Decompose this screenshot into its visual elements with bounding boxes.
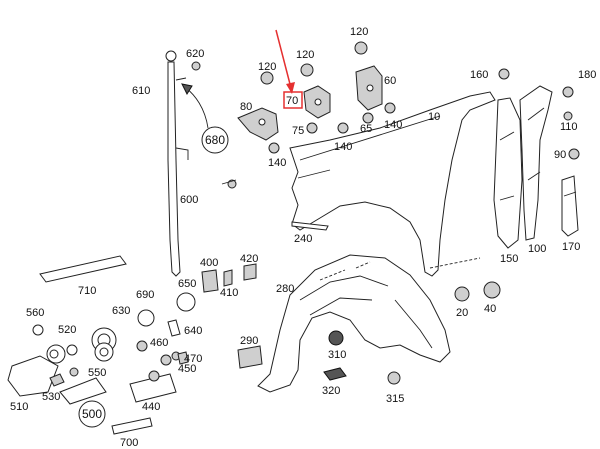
label-p140b: 140 bbox=[334, 141, 352, 153]
label-p120a: 120 bbox=[258, 61, 276, 73]
label-p640: 640 bbox=[184, 325, 202, 337]
label-p150: 150 bbox=[500, 253, 518, 265]
label-p120c: 120 bbox=[350, 26, 368, 38]
arrow-680 bbox=[185, 87, 209, 129]
trim-strip-240 bbox=[291, 221, 329, 231]
arrow-680-head bbox=[181, 83, 193, 96]
label-p680: 680 bbox=[205, 133, 225, 147]
brace-100 bbox=[519, 85, 553, 241]
label-p90: 90 bbox=[554, 149, 566, 161]
label-p700: 700 bbox=[120, 437, 138, 449]
label-p60: 60 bbox=[384, 75, 396, 87]
antenna-rod bbox=[165, 50, 189, 277]
label-p20: 20 bbox=[456, 307, 468, 319]
label-p70: 70 bbox=[286, 95, 298, 107]
circle-500 bbox=[78, 400, 106, 428]
label-p140c: 140 bbox=[384, 119, 402, 131]
label-p420: 420 bbox=[240, 253, 258, 265]
label-p690: 690 bbox=[136, 289, 154, 301]
label-p650: 650 bbox=[178, 278, 196, 290]
label-p450: 450 bbox=[178, 363, 196, 375]
label-p10: 10 bbox=[428, 111, 440, 123]
label-p620: 620 bbox=[186, 48, 204, 60]
label-p320: 320 bbox=[322, 385, 340, 397]
label-p290: 290 bbox=[240, 335, 258, 347]
circle-680 bbox=[201, 126, 229, 154]
label-p120b: 120 bbox=[296, 49, 314, 61]
bracket-80 bbox=[237, 107, 279, 141]
label-p520: 520 bbox=[58, 324, 76, 336]
label-700 bbox=[111, 417, 153, 435]
highlight-box-70 bbox=[283, 91, 303, 109]
label-p110: 110 bbox=[560, 121, 578, 133]
label-p610: 610 bbox=[132, 85, 150, 97]
label-p410: 410 bbox=[220, 287, 238, 299]
label-p310: 310 bbox=[328, 349, 346, 361]
parts-500-group bbox=[7, 179, 257, 405]
label-p550: 550 bbox=[88, 367, 106, 379]
label-p170: 170 bbox=[562, 241, 580, 253]
label-p140a: 140 bbox=[268, 157, 286, 169]
label-p400: 400 bbox=[200, 257, 218, 269]
brace-150 bbox=[493, 97, 523, 249]
label-p630: 630 bbox=[112, 305, 130, 317]
brace-170 bbox=[561, 175, 579, 237]
label-p65: 65 bbox=[360, 123, 372, 135]
label-p560: 560 bbox=[26, 307, 44, 319]
label-p40: 40 bbox=[484, 303, 496, 315]
label-p710: 710 bbox=[78, 285, 96, 297]
label-p500: 500 bbox=[82, 407, 102, 421]
label-p470: 470 bbox=[184, 353, 202, 365]
label-p100: 100 bbox=[528, 243, 546, 255]
label-p280: 280 bbox=[276, 283, 294, 295]
parts-mid-bottom bbox=[237, 281, 501, 385]
clips-top bbox=[191, 41, 580, 160]
label-p75: 75 bbox=[292, 125, 304, 137]
label-p440: 440 bbox=[142, 401, 160, 413]
label-p180: 180 bbox=[578, 69, 596, 81]
label-p510: 510 bbox=[10, 401, 28, 413]
label-p80: 80 bbox=[240, 101, 252, 113]
highlight-arrow bbox=[275, 29, 292, 89]
label-p160: 160 bbox=[470, 69, 488, 81]
label-p460: 460 bbox=[150, 337, 168, 349]
bracket-60 bbox=[355, 65, 383, 111]
bracket-70 bbox=[303, 85, 331, 119]
label-p600: 600 bbox=[180, 194, 198, 206]
wheel-arch-liner bbox=[257, 254, 451, 393]
highlight-arrow-head bbox=[286, 82, 295, 94]
label-p315: 315 bbox=[386, 393, 404, 405]
label-710 bbox=[39, 255, 127, 283]
label-p530: 530 bbox=[42, 391, 60, 403]
label-p240: 240 bbox=[294, 233, 312, 245]
